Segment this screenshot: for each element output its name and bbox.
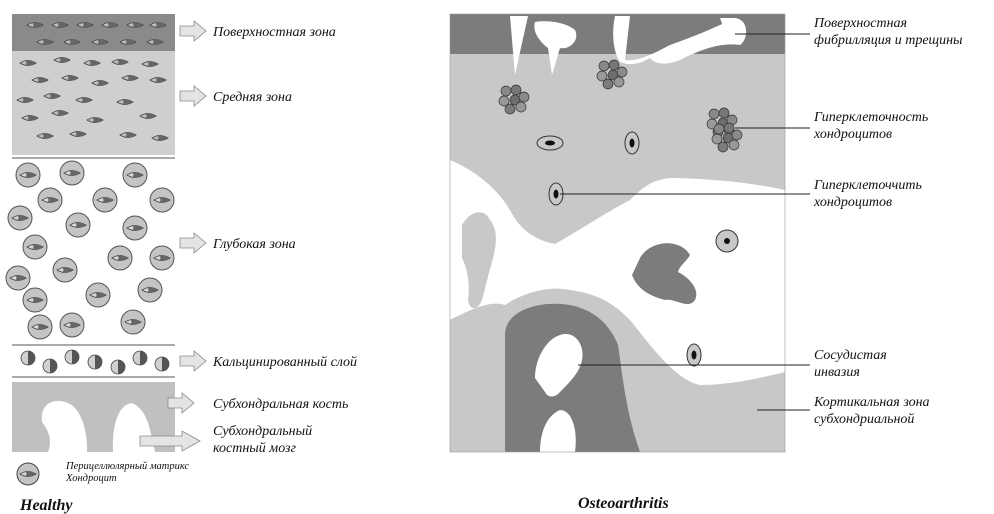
- arrow-icon: [180, 233, 206, 253]
- zone-label-superficial: Поверхностная зона: [212, 25, 336, 40]
- oa-label-vascular-line2: инвазия: [814, 365, 860, 380]
- oa-label-hypercellularity2-line1: Гиперклеточчить: [813, 178, 922, 193]
- oa-label-hypercellularity-line1: Гиперклеточность: [813, 110, 928, 125]
- oa-chondrocyte: [625, 132, 639, 154]
- oa-label-cortical-line2: субхондриальной: [814, 412, 914, 427]
- oa-label-cortical-line1: Кортикальная зона: [813, 395, 930, 410]
- oa-title: Osteoarthritis: [578, 495, 669, 512]
- oa-label-hypercellularity2-line2: хондроцитов: [813, 195, 892, 210]
- oa-chondrocyte: [537, 136, 563, 150]
- calcified-cells: [21, 350, 169, 374]
- zone-label-marrow-line1: Субхондральный: [213, 424, 312, 439]
- arrow-icon: [180, 86, 206, 106]
- healthy-title: Healthy: [19, 497, 73, 514]
- oa-label-fibrillation-line2: фибрилляция и трещины: [814, 33, 963, 48]
- zone-label-marrow-line2: костный мозг: [213, 441, 296, 456]
- oa-label-vascular-line1: Сосудистая: [814, 348, 887, 363]
- zone-label-middle: Средняя зона: [213, 90, 292, 105]
- zone-label-deep: Глубокая зона: [212, 237, 296, 252]
- oa-label-fibrillation-line1: Поверхностная: [813, 16, 907, 31]
- deep-zone-cells: [6, 161, 174, 339]
- zone-label-calcified: Кальцинированный слой: [212, 355, 357, 370]
- superficial-zone: [12, 14, 175, 51]
- legend-cell: [17, 463, 39, 485]
- oa-label-hypercellularity-line2: хондроцитов: [813, 127, 892, 142]
- oa-panel: Osteoarthritis: [450, 14, 785, 512]
- arrow-icon: [180, 21, 206, 41]
- oa-chondrocyte: [716, 230, 738, 252]
- oa-chondrocyte: [687, 344, 701, 366]
- zone-label-subchondral-bone: Субхондральная кость: [213, 397, 348, 412]
- legend-matrix-label: Перицеллюлярный матрикс: [65, 461, 189, 472]
- oa-labels: Поверхностная фибрилляция и трещины Гипе…: [813, 16, 963, 427]
- legend-chondrocyte-label: Хондроцит: [65, 473, 117, 484]
- arrow-icon: [180, 351, 206, 371]
